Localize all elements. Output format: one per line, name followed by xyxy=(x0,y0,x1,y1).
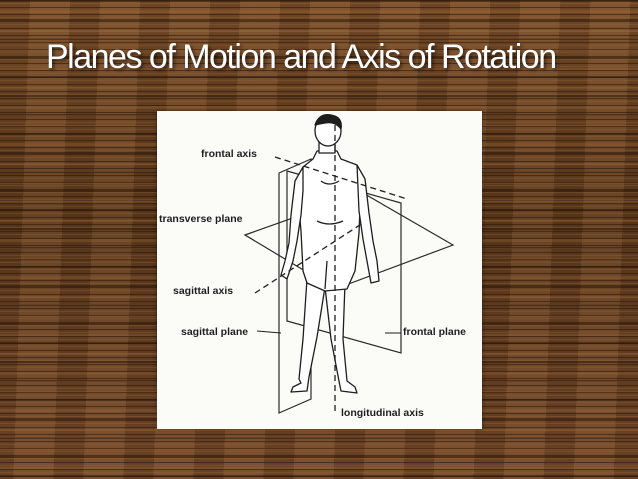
label-frontal-axis: frontal axis xyxy=(201,148,257,160)
sagittal-axis-line xyxy=(254,222,364,294)
anatomy-diagram: frontal axis transverse plane sagittal a… xyxy=(157,111,482,429)
human-figure xyxy=(280,114,380,394)
frontal-axis-line xyxy=(274,156,408,200)
planes-diagram-svg: frontal axis transverse plane sagittal a… xyxy=(159,114,466,419)
label-sagittal-axis: sagittal axis xyxy=(173,285,233,297)
label-transverse-plane: transverse plane xyxy=(159,213,243,225)
leader-sagittal-plane xyxy=(256,330,282,334)
label-frontal-plane: frontal plane xyxy=(403,326,466,338)
label-longitudinal-axis: longitudinal axis xyxy=(341,407,424,419)
label-sagittal-plane: sagittal plane xyxy=(181,326,248,338)
slide-title: Planes of Motion and Axis of Rotation xyxy=(46,38,557,76)
